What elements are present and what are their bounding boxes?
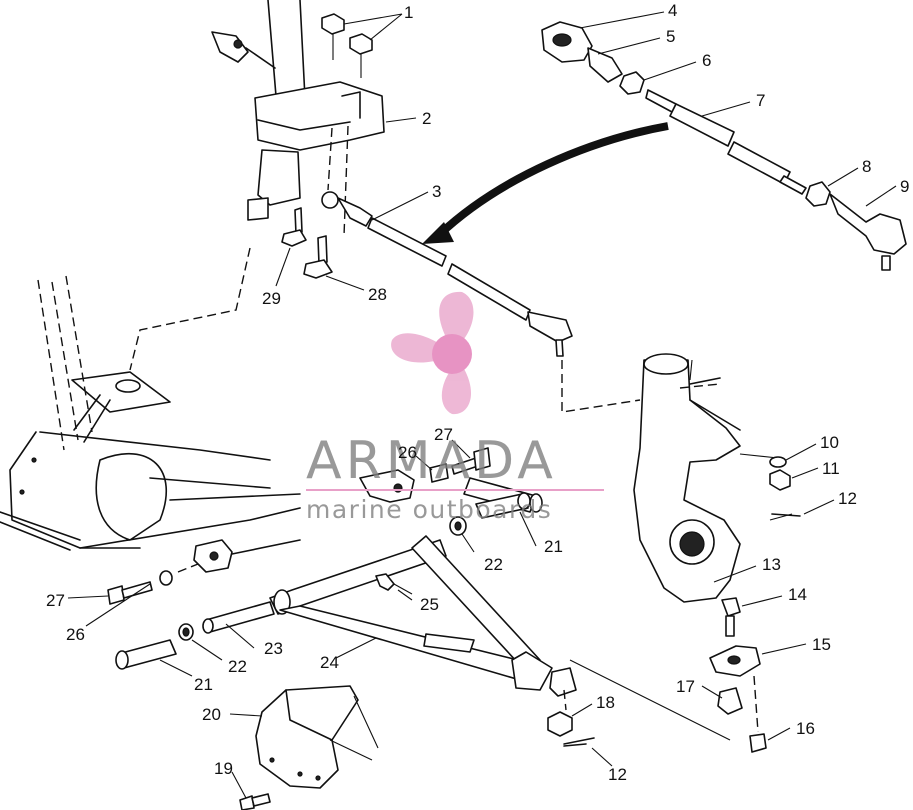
callout-11: 11 (822, 459, 840, 478)
grease-fitting (375, 573, 413, 595)
bolts-28-29 (281, 125, 349, 279)
callout-1: 1 (404, 3, 413, 22)
skid-plate (255, 685, 379, 789)
tie-rod-assembly (541, 21, 907, 271)
bolt-27-lower (107, 563, 199, 605)
callout-22-lower: 22 (228, 657, 247, 676)
sleeve-23 (202, 601, 275, 634)
callout-18: 18 (596, 693, 615, 712)
ball-joint-assembly (709, 597, 767, 753)
callout-28: 28 (368, 285, 387, 304)
callout-22-middle: 22 (484, 555, 503, 574)
callout-21-lower: 21 (194, 675, 213, 694)
bushing-21-middle (449, 492, 531, 536)
watermark-brand: ARMADA (306, 431, 557, 491)
callout-6: 6 (702, 51, 711, 70)
assembly-guide-lines (679, 359, 721, 389)
nut-pair (321, 13, 373, 78)
callout-25: 25 (420, 595, 439, 614)
callout-20: 20 (202, 705, 221, 724)
chassis-frame (0, 247, 301, 551)
callout-12-upper: 12 (838, 489, 857, 508)
lower-ball-joint (547, 659, 731, 747)
callout-21-middle: 21 (544, 537, 563, 556)
direction-arrow (422, 122, 669, 244)
callout-23: 23 (264, 639, 283, 658)
callout-2: 2 (422, 109, 431, 128)
a-arm (269, 477, 553, 691)
callout-27-lower: 27 (46, 591, 65, 610)
tie-rod-3 (321, 191, 641, 413)
callout-16: 16 (796, 719, 815, 738)
callout-labels: 1 2 3 4 5 6 7 8 9 10 11 12 12 13 14 15 1… (46, 1, 909, 784)
callout-15: 15 (812, 635, 831, 654)
bushing-21-lower (115, 623, 194, 670)
callout-8: 8 (862, 157, 871, 176)
callout-13: 13 (762, 555, 781, 574)
callout-5: 5 (666, 27, 675, 46)
callout-4: 4 (668, 1, 677, 20)
callout-14: 14 (788, 585, 807, 604)
callout-17: 17 (676, 677, 695, 696)
callout-3: 3 (432, 182, 441, 201)
bolt-19 (239, 793, 271, 810)
hardware-10-11-12 (769, 456, 801, 517)
steering-post (211, 0, 385, 221)
mount-bracket-top (359, 447, 491, 503)
callout-29: 29 (262, 289, 281, 308)
watermark-tagline: marine outboards (306, 495, 552, 524)
propeller-hub-icon (432, 334, 472, 374)
watermark-logo (391, 291, 474, 415)
callout-26-lower: 26 (66, 625, 85, 644)
leader-lines (67, 11, 897, 799)
callout-24: 24 (320, 653, 339, 672)
callout-27-top: 27 (434, 425, 453, 444)
callout-12-lower: 12 (608, 765, 627, 784)
callout-10: 10 (820, 433, 839, 452)
callout-7: 7 (756, 91, 765, 110)
callout-26-top: 26 (398, 443, 417, 462)
steering-knuckle (633, 353, 793, 603)
callout-19: 19 (214, 759, 233, 778)
callout-9: 9 (900, 177, 909, 196)
mount-bracket-left (193, 539, 301, 573)
